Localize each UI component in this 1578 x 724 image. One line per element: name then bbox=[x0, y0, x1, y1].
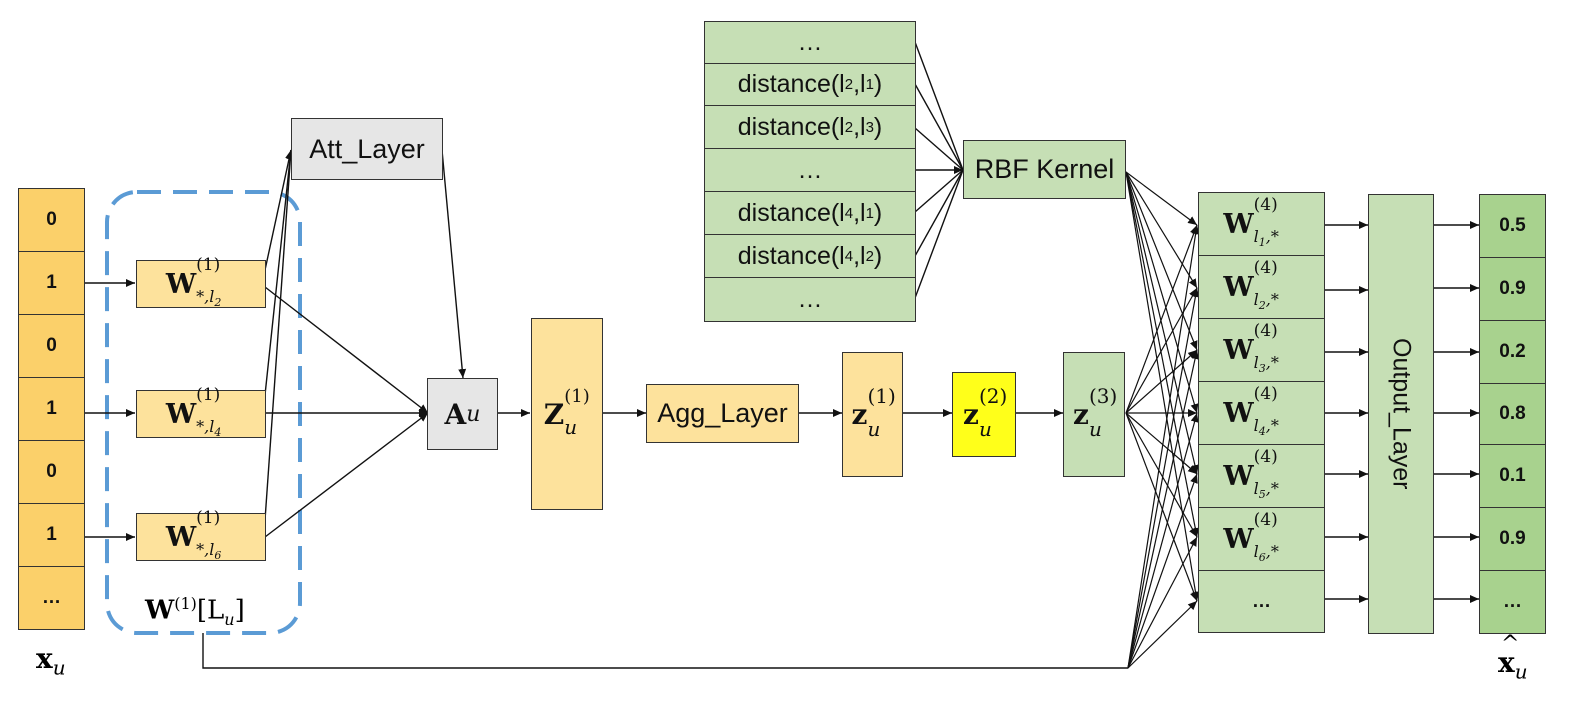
fanout-wire bbox=[1127, 224, 1200, 669]
w4-cell: … bbox=[1198, 570, 1325, 633]
fanout-wire bbox=[1125, 412, 1198, 602]
w4-cell: W(4)l1,* bbox=[1198, 192, 1325, 256]
input-cell: 1 bbox=[18, 251, 85, 315]
z1-node: z(1)u bbox=[842, 352, 903, 477]
w1-l4-box: W(1)*,l4 bbox=[136, 385, 266, 440]
fanout-wire bbox=[1127, 287, 1200, 669]
input-label: xu bbox=[36, 642, 66, 680]
output-label: x^u bbox=[1498, 632, 1528, 684]
fanout-wire bbox=[1125, 171, 1199, 414]
w1-group-label: W(1)[Lu] bbox=[145, 594, 245, 629]
output-cell: … bbox=[1479, 570, 1546, 634]
rbf-kernel-box: RBF Kernel bbox=[963, 140, 1126, 199]
input-cell: … bbox=[18, 566, 85, 630]
output-cell: 0.9 bbox=[1479, 257, 1546, 321]
fanout-wire bbox=[1125, 412, 1198, 538]
input-cell: 1 bbox=[18, 377, 85, 441]
fanout-wire bbox=[1125, 171, 1198, 351]
input-cell: 0 bbox=[18, 314, 85, 378]
fanout-wire bbox=[1125, 349, 1198, 414]
fanout-wire bbox=[1125, 412, 1198, 475]
input-cell: 1 bbox=[18, 503, 85, 567]
input-cell: 0 bbox=[18, 188, 85, 252]
att-layer-box: Att_Layer bbox=[291, 118, 443, 180]
output-cell: 0.5 bbox=[1479, 194, 1546, 258]
fanout-wire bbox=[1127, 349, 1200, 669]
z2-node: z(2)u bbox=[952, 372, 1016, 457]
fanout-wire bbox=[1125, 171, 1200, 602]
fanout-wire bbox=[1127, 473, 1198, 669]
output-cell: 0.9 bbox=[1479, 507, 1546, 571]
fanout-wire bbox=[1127, 536, 1198, 669]
wire-skip-w1-to-output bbox=[202, 633, 1128, 669]
fanout-wire bbox=[1125, 224, 1198, 414]
fanout-wire bbox=[1125, 287, 1198, 414]
w4-cell: W(4)l4,* bbox=[1198, 381, 1325, 445]
output-cell: 0.1 bbox=[1479, 444, 1546, 508]
output-cell: 0.8 bbox=[1479, 383, 1546, 445]
w4-cell: W(4)l2,* bbox=[1198, 255, 1325, 319]
w4-cell: W(4)l5,* bbox=[1198, 444, 1325, 508]
distance-cell: … bbox=[704, 21, 916, 64]
input-cell: 0 bbox=[18, 440, 85, 504]
distance-cell: … bbox=[704, 148, 916, 192]
fanout-wire bbox=[1125, 171, 1199, 475]
fanout-wire bbox=[1127, 412, 1199, 669]
big-z1-node: Z(1)u bbox=[531, 318, 603, 510]
z3-node: z(3)u bbox=[1063, 352, 1125, 477]
agg-layer-box: Agg_Layer bbox=[646, 384, 799, 443]
w4-cell: W(4)l6,* bbox=[1198, 507, 1325, 571]
fanout-wire bbox=[1127, 600, 1198, 669]
w1-l2-box: W(1)*,l2 bbox=[136, 255, 266, 310]
output-cell: 0.2 bbox=[1479, 320, 1546, 384]
w1-l6-box: W(1)*,l6 bbox=[136, 508, 266, 563]
fanout-wire bbox=[1125, 171, 1198, 289]
distance-cell: … bbox=[704, 277, 916, 322]
fanout-wire bbox=[1125, 171, 1200, 538]
w4-cell: W(4)l3,* bbox=[1198, 318, 1325, 382]
fanout-wire bbox=[1125, 171, 1198, 226]
output-layer-box: Output_Layer bbox=[1368, 194, 1434, 634]
